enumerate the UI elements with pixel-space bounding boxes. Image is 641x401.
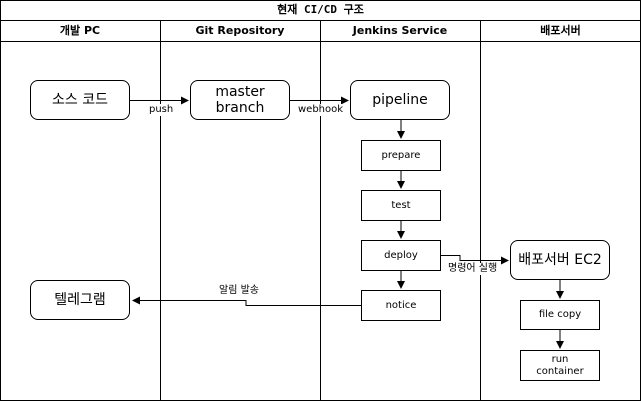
edge-label-push: push	[148, 104, 175, 116]
diagram-title: 현재 CI/CD 구조	[277, 3, 364, 16]
edge-alarm	[132, 296, 361, 306]
lane-header-jenkins-service: Jenkins Service	[352, 24, 448, 37]
node-master-branch-line2: branch	[215, 100, 265, 116]
lane-header-dev-pc: 개발 PC	[59, 24, 101, 37]
edge-label-command: 명령어 실행	[447, 263, 499, 275]
node-test: test	[361, 190, 441, 221]
node-prepare: prepare	[361, 140, 441, 171]
node-pipeline: pipeline	[350, 80, 450, 120]
node-notice: notice	[361, 290, 441, 321]
node-master-branch: master branch	[190, 80, 290, 120]
node-source-code: 소스 코드	[30, 80, 130, 120]
node-master-branch-line1: master	[215, 84, 265, 100]
node-run-container-line2: container	[536, 365, 584, 377]
node-deploy-server-ec2: 배포서버 EC2	[510, 240, 610, 280]
node-run-container: run container	[520, 350, 600, 381]
lane-header-git-repository: Git Repository	[195, 24, 285, 37]
node-run-container-line1: run	[551, 353, 569, 365]
node-file-copy: file copy	[520, 300, 600, 330]
lane-header-deploy-server: 배포서버	[540, 24, 581, 37]
edge-command	[441, 255, 509, 265]
edge-label-alarm: 알림 발송	[218, 285, 260, 297]
edge-label-webhook: webhook	[297, 104, 345, 116]
node-deploy: deploy	[361, 240, 441, 271]
node-telegram: 텔레그램	[30, 280, 130, 320]
